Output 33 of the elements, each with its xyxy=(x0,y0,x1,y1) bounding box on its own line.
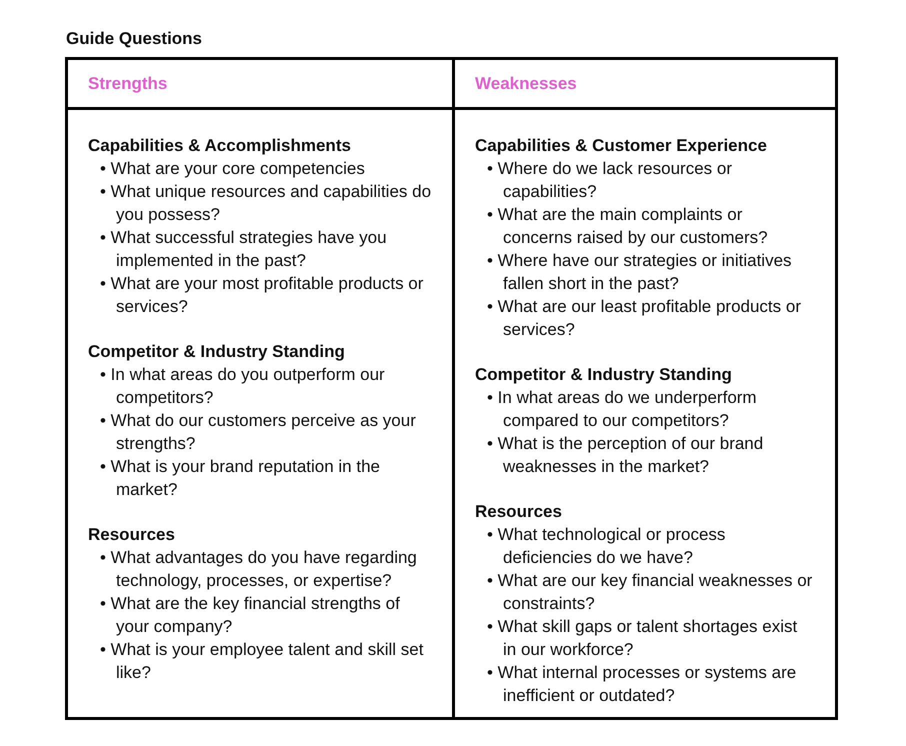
section-heading: Resources xyxy=(88,524,176,546)
column-heading: Strengths xyxy=(88,74,168,93)
bullet-question: • What technological or process deficiencies do we have? xyxy=(487,524,726,569)
bullet-question: • What are the main complaints or concerns raised by our customers? xyxy=(487,204,769,249)
bullet-question: • What do our customers perceive as your strengths? xyxy=(100,410,417,455)
column-heading: Weaknesses xyxy=(475,74,577,93)
bullet-question: • In what areas do you outperform our competitors? xyxy=(100,364,386,409)
bullet-question: • What skill gaps or talent shortages exist in our workforce? xyxy=(487,616,798,661)
table-header xyxy=(65,57,455,110)
bullet-question: • What are our key financial weaknesses or constraints? xyxy=(487,570,814,615)
section-heading: Resources xyxy=(475,501,563,523)
title: Guide Questions xyxy=(66,29,202,49)
bullet-question: • What unique resources and capabilities do you possess? xyxy=(100,181,432,226)
bullet-question: • What advantages do you have regarding technology, processes, or expertise? xyxy=(100,547,418,592)
bullet-question: • What are our least profitable products or services? xyxy=(487,296,802,341)
table-body xyxy=(65,107,455,720)
bullet-question: • Where do we lack resources or capabilities? xyxy=(487,158,733,203)
bullet-question: • What is your employee talent and skill set like? xyxy=(100,639,424,684)
bullet-question: • What internal processes or systems are inefficient or outdated? xyxy=(487,662,798,707)
bullet-question: • Where have our strategies or initiatives fallen short in the past? xyxy=(487,250,793,295)
bullet-question: • What is the perception of our brand weaknesses in the market? xyxy=(487,433,764,478)
bullet-question: • What are the key financial strengths of your company? xyxy=(100,593,401,638)
bullet-question: • What are your most profitable products or services? xyxy=(100,273,424,318)
section-heading: Competitor & Industry Standing xyxy=(475,364,733,386)
bullet-question: • What successful strategies have you implemented in the past? xyxy=(100,227,388,272)
bullet-question: • What is your brand reputation in the market? xyxy=(100,456,381,501)
section-heading: Capabilities & Accomplishments xyxy=(88,135,352,157)
table-header xyxy=(452,57,838,110)
table-body xyxy=(452,107,838,720)
bullet-question: • In what areas do we underperform compared to our competitors? xyxy=(487,387,758,432)
section-heading: Competitor & Industry Standing xyxy=(88,341,346,363)
bullet-question: • What are your core competencies xyxy=(100,158,366,180)
section-heading: Capabilities & Customer Experience xyxy=(475,135,768,157)
